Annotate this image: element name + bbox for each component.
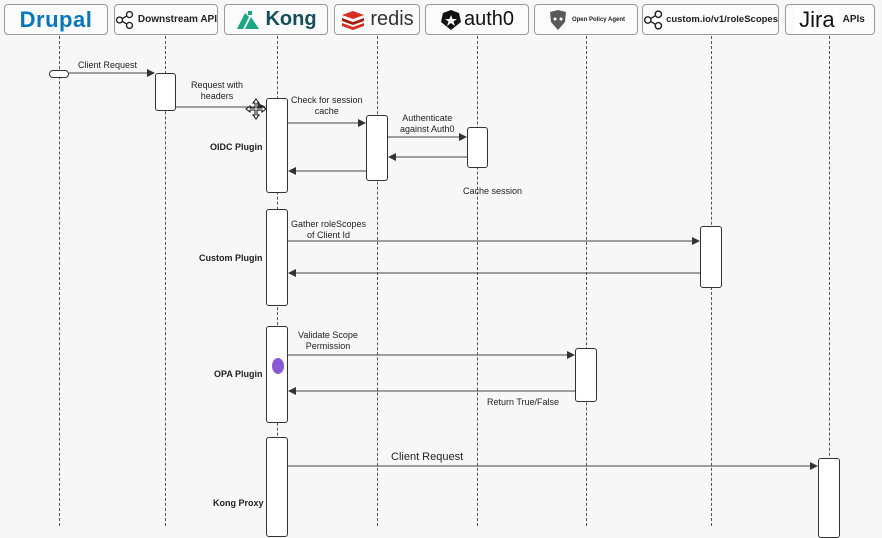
participant-redis: redis [334,4,420,35]
move-cursor-icon [245,98,267,120]
label-oidc-plugin: OIDC Plugin [210,142,263,152]
activation-opa [575,348,597,402]
label-gather-scopes: Gather roleScopes of Client Id [291,219,367,240]
kong-label: Kong [265,8,317,30]
activation-downstream-api [155,73,176,111]
participant-opa: Open Policy Agent [534,4,638,35]
activation-redis [366,115,388,181]
participant-drupal: Drupal [4,4,108,35]
participant-custom-rolescopes: custom.io/v1/roleScopes [642,4,779,35]
activation-kong-custom [266,209,288,306]
lifeline-redis [377,36,378,526]
participant-downstream-api: Downstream API [114,4,218,35]
downstream-api-label: Downstream API [137,14,217,25]
opa-purple-marker [272,358,284,374]
activation-custom-rolescopes [700,226,722,288]
label-opa-plugin: OPA Plugin [214,369,263,379]
label-return-true-false: Return True/False [487,397,560,407]
activation-auth0 [467,127,488,168]
lifeline-downstream-api [165,36,166,526]
label-request-headers: Request with headers [191,80,244,101]
label-custom-plugin: Custom Plugin [199,253,263,263]
label-kong-proxy: Kong Proxy [213,498,264,508]
redis-logo-icon [342,10,365,30]
label-authenticate: Authenticate against Auth0 [400,113,455,134]
share-nodes-icon [643,9,663,30]
jira-apis-label: APIs [842,14,865,25]
activation-drupal [49,70,69,78]
label-cache-session: Cache session [463,186,523,196]
label-client-request-1: Client Request [78,60,138,70]
opa-label: Open Policy Agent [571,16,626,23]
participant-auth0: auth0 [425,4,529,35]
opa-logo-icon [549,9,566,30]
auth0-logo-icon [440,9,461,30]
lifeline-drupal [59,36,60,526]
redis-label: redis [370,8,414,30]
participant-kong: Kong [224,4,328,35]
custom-rolescopes-label: custom.io/v1/roleScopes [666,14,778,25]
auth0-label: auth0 [463,8,515,30]
kong-logo-icon [237,10,260,29]
lifeline-jira [829,36,830,526]
label-check-cache: Check for session cache [291,95,363,116]
lifeline-opa [586,36,587,526]
label-client-request-2: Client Request [391,451,464,463]
activation-kong-oidc [266,98,288,193]
participant-jira: Jira APIs [785,4,875,35]
jira-label: Jira [795,6,839,33]
activation-kong-opa [266,326,288,423]
message-arrows [69,69,818,470]
share-nodes-icon [115,10,134,29]
drupal-logo-text: Drupal [19,6,93,32]
label-validate-scope: Validate Scope Permission [298,330,358,351]
lifeline-auth0 [477,36,478,526]
